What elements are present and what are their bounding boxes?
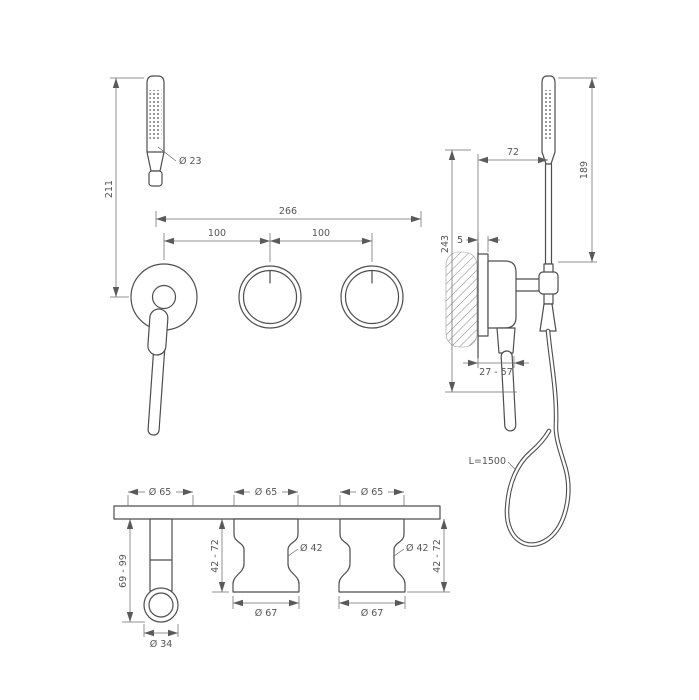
shower-hose-inner-line [505, 329, 570, 546]
dim-dia67-right: Ø 67 [338, 596, 406, 619]
bottom-dia34-label: Ø 34 [150, 639, 173, 650]
knob-section-right [338, 518, 406, 593]
side-dim-243-label: 243 [440, 235, 451, 253]
front-dim-211-label: 211 [104, 180, 115, 198]
trim-sleeve-side [477, 253, 489, 337]
hose-cone-side [539, 303, 557, 332]
front-dim-100-left-label: 100 [208, 228, 226, 239]
handshower-handle-side [544, 163, 553, 265]
bottom-dim-42-72-middle-label: 42 - 72 [210, 539, 221, 573]
valve-body-side [487, 260, 517, 329]
lever-stem-side [500, 350, 517, 432]
side-dim-189-label: 189 [579, 161, 590, 179]
side-view: 72 189 243 5 [440, 75, 597, 547]
bottom-dia65-middle-label: Ø 65 [255, 487, 278, 498]
dim-27-57: 27 - 57 [463, 356, 529, 378]
dim-69-99: 69 - 99 [118, 519, 145, 623]
dim-189: 189 [558, 77, 597, 263]
dim-5: 5 [457, 235, 500, 252]
knob-middle-front [238, 265, 302, 329]
dim-dia65-left: Ø 65 [127, 487, 194, 506]
front-dim-266-label: 266 [279, 206, 297, 217]
side-hose-length-label: L=1500 [469, 456, 506, 467]
side-dim-72-label: 72 [507, 147, 519, 158]
dim-211: 211 [104, 77, 144, 298]
dim-266: 266 [155, 206, 422, 227]
mixer-cartridge-circle [151, 284, 177, 310]
dim-dia65-middle: Ø 65 [233, 487, 299, 506]
knob-section-middle [232, 518, 300, 593]
handshower-holder-front [148, 170, 163, 187]
handshower-holder-ring-side [538, 271, 559, 295]
dim-dia67-middle: Ø 67 [232, 596, 300, 619]
dim-dia-handshower: Ø 23 [157, 146, 202, 167]
knob-right-front [340, 265, 404, 329]
bottom-dim-42-72-right-label: 42 - 72 [432, 539, 443, 573]
front-view: Ø 23 211 266 [104, 75, 422, 436]
wall-section-hatch [445, 251, 478, 348]
lever-elbow-side [496, 327, 516, 354]
dim-42-72-middle: 42 - 72 [210, 519, 229, 593]
handshower-spray-face-front [149, 90, 162, 140]
side-dim-27-57-label: 27 - 57 [479, 367, 513, 378]
front-dim-100-right-label: 100 [312, 228, 330, 239]
dim-72: 72 [477, 147, 548, 248]
side-dim-5-label: 5 [457, 235, 463, 246]
mixer-lever-paddle-front [147, 308, 169, 356]
bottom-dia42-middle-label: Ø 42 [300, 543, 323, 554]
dim-dia42-right: Ø 42 [393, 543, 429, 557]
dim-dia65-right: Ø 65 [339, 487, 405, 506]
dim-243: 243 [440, 149, 517, 393]
bottom-dia67-right-label: Ø 67 [361, 608, 384, 619]
dim-dia42-middle: Ø 42 [287, 543, 323, 557]
dim-100-100: 100 100 [163, 228, 373, 262]
bottom-dia67-middle-label: Ø 67 [255, 608, 278, 619]
bottom-dia42-right-label: Ø 42 [406, 543, 429, 554]
holder-section-left [143, 518, 179, 623]
bottom-dim-69-99-label: 69 - 99 [118, 554, 129, 588]
hose-length-label-group: L=1500 [469, 456, 517, 471]
mounting-bar-section [113, 505, 441, 520]
bottom-dia65-right-label: Ø 65 [361, 487, 384, 498]
dim-42-72-right: 42 - 72 [407, 519, 450, 593]
bottom-dia65-left-label: Ø 65 [149, 487, 172, 498]
bottom-view: Ø 65 Ø 65 Ø 65 69 - 99 [113, 487, 450, 650]
handshower-spray-face-side [544, 90, 553, 140]
front-dia-23-label: Ø 23 [179, 156, 202, 167]
dim-dia34: Ø 34 [143, 624, 179, 650]
